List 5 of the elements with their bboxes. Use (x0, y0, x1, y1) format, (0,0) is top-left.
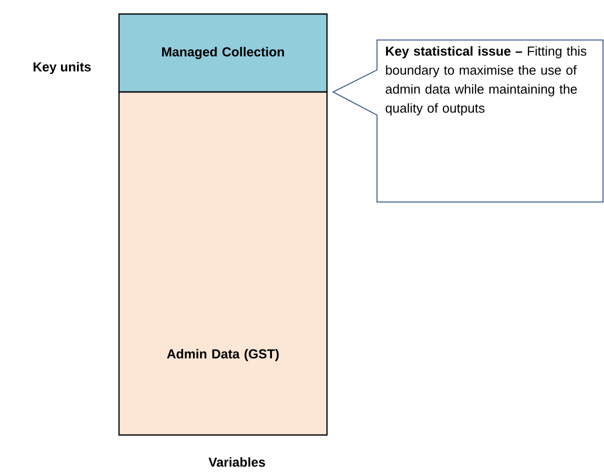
axis-label: Variables (208, 457, 266, 467)
axis-label: Key units (34, 62, 91, 74)
collection-box: Managed Collection (118, 13, 328, 93)
callout-box: Key statistical issue – Fitting this boundary to maximise the use of admin data while maintaining the quality of outputs (332, 40, 604, 202)
data-box: Admin Data (GST) (118, 91, 328, 436)
